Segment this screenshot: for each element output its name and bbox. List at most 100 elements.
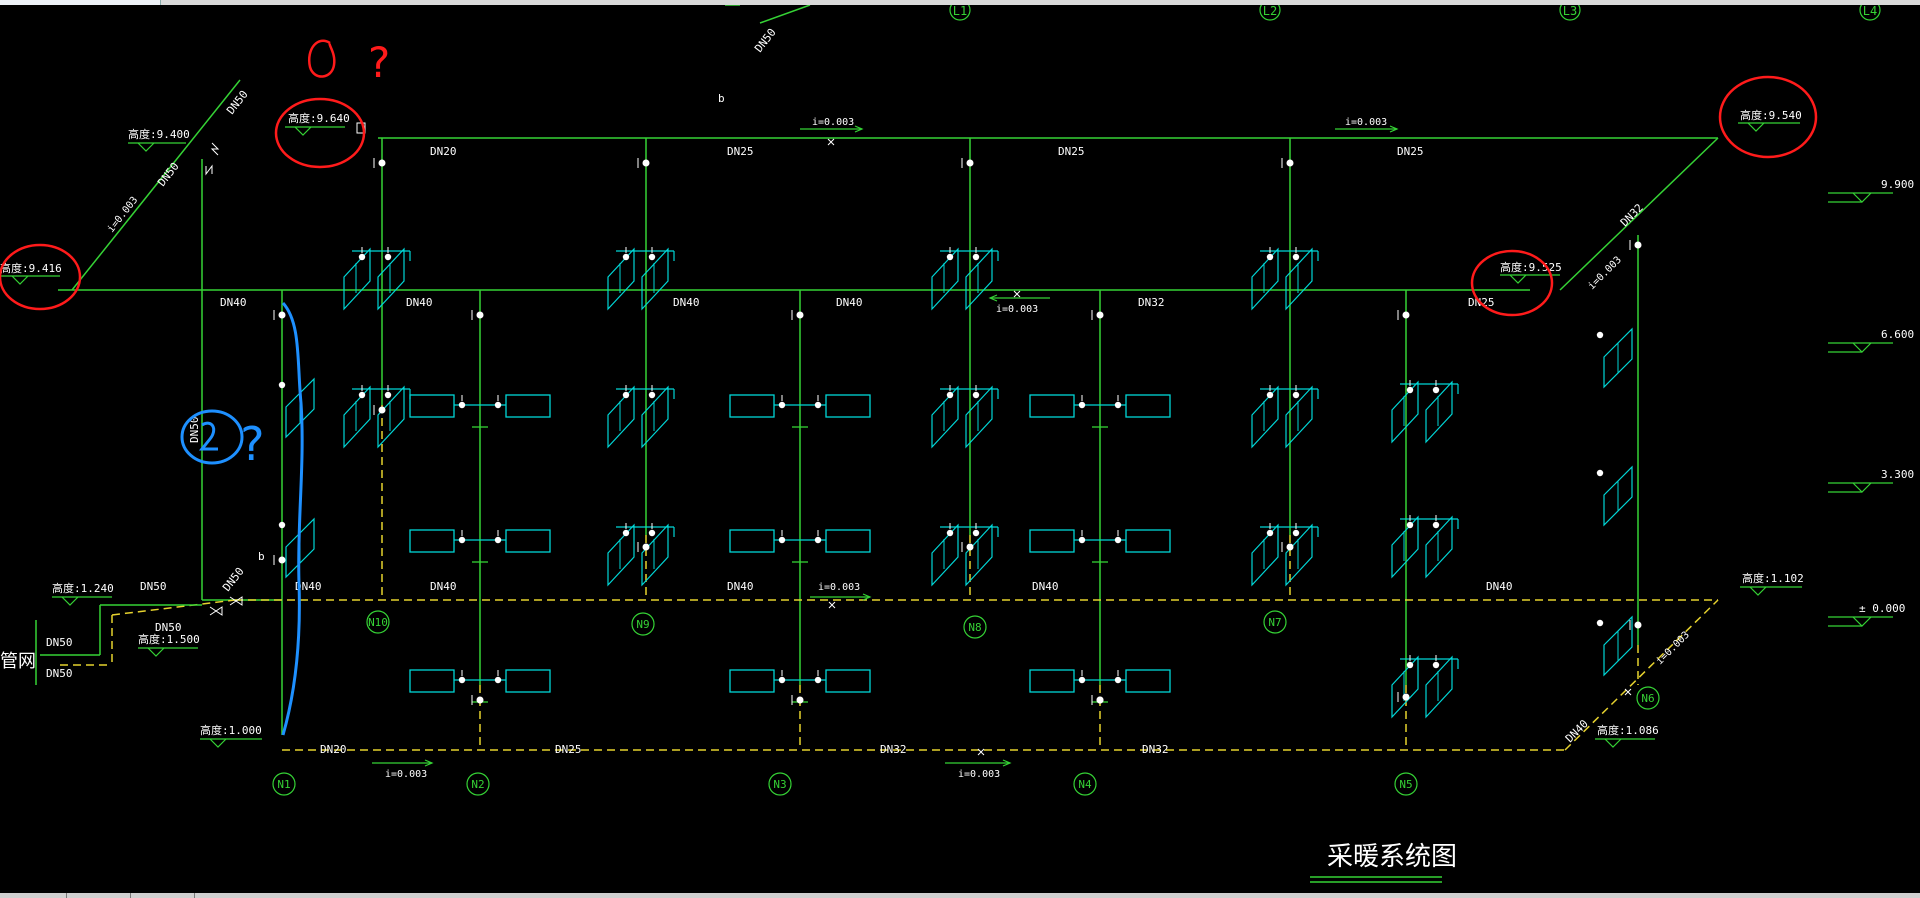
elev-tag-9400: 高度:9.400 (128, 127, 190, 141)
radiator-flat (1125, 394, 1171, 418)
elev-tag-9525: 高度:9.525 (1500, 260, 1562, 274)
status-segment[interactable] (0, 893, 67, 898)
drawing-title: 采暖系统图 (1327, 842, 1457, 872)
elev-tag-1240: 高度:1.240 (52, 581, 114, 595)
radiator-valve-dot (972, 529, 980, 537)
radiator-valve-dot (814, 401, 822, 409)
pipe-node-dot (1402, 693, 1410, 701)
branch-label-b: b (258, 550, 265, 563)
pipe-node-dot (1096, 696, 1104, 704)
radiator-valve-dot (1292, 529, 1300, 537)
status-segment[interactable] (66, 893, 131, 898)
radiator-oblique (1285, 523, 1313, 587)
slope-label: i=0.003 (812, 117, 854, 128)
return-pipes (60, 405, 1719, 751)
radiator-oblique (1285, 247, 1313, 311)
supply-pipes (58, 4, 1719, 735)
radiator-oblique (1391, 515, 1419, 579)
radiator-oblique (285, 517, 315, 579)
radiator-valve-dot (648, 253, 656, 261)
radiator-valve-dot (458, 536, 466, 544)
pipe-node-dot (476, 696, 484, 704)
pipe-label: DN50 (752, 26, 779, 55)
radiator-valve-dot (278, 381, 286, 389)
pipe-label: DN50 (224, 88, 251, 117)
pipe-label: DN20 (430, 145, 457, 158)
radiator-oblique (377, 385, 405, 449)
pipe-node-dot (966, 543, 974, 551)
pipe-label: DN25 (1058, 145, 1085, 158)
title-bar (0, 0, 1920, 5)
floor-elev-6600: 6.600 (1881, 328, 1914, 341)
elev-tag-1500: 高度:1.500 (138, 632, 200, 646)
elev-tag-9540: 高度:9.540 (1740, 108, 1802, 122)
radiator-valve-dot (494, 401, 502, 409)
elev-tag-9416: 高度:9.416 (0, 261, 62, 275)
pipe-node-dot (378, 159, 386, 167)
document-tab[interactable] (0, 0, 161, 5)
pipe-label: DN32 (1618, 201, 1646, 229)
slope-label: i=0.003 (385, 769, 427, 780)
node-label-n3: N3 (773, 778, 786, 791)
pipe-label: DN40 (1032, 580, 1059, 593)
pipe-label: DN25 (727, 145, 754, 158)
pipe-net-label: 管网 (0, 651, 36, 672)
node-label-n6: N6 (1641, 692, 1654, 705)
pipe-label: DN50 (140, 580, 167, 593)
radiator-valve-dot (384, 253, 392, 261)
red-annotation-circles (0, 39, 1818, 317)
radiator-flat (729, 669, 775, 693)
radiator-valve-dot (972, 391, 980, 399)
radiator-valve-dot (1114, 676, 1122, 684)
radiator-flat (1029, 529, 1075, 553)
radiator-oblique (1603, 615, 1633, 677)
pipe-node-dot (378, 406, 386, 414)
radiator-valve-dot (648, 391, 656, 399)
status-segment[interactable] (130, 893, 195, 898)
blue-annotation-marks (180, 301, 304, 736)
radiator-flat (409, 529, 455, 553)
radiator-oblique (377, 247, 405, 311)
radiator-valve-dot (1406, 661, 1414, 669)
radiator-valve-dot (1114, 536, 1122, 544)
pipe-label: DN50 (155, 621, 182, 634)
node-label-n8: N8 (968, 621, 981, 634)
radiator-oblique (1251, 247, 1279, 311)
node-label-n5: N5 (1399, 778, 1412, 791)
radiator-flat (1125, 529, 1171, 553)
radiator-valve-dot (1114, 401, 1122, 409)
radiator-oblique (1603, 465, 1633, 527)
radiator-oblique (1425, 655, 1453, 719)
fixed-point-marks (827, 138, 1632, 756)
branch-label-b: b (718, 92, 725, 105)
floor-elev-0000: ± 0.000 (1859, 602, 1905, 615)
radiator-flat (505, 394, 551, 418)
pipe-node-dot (1634, 621, 1642, 629)
radiator-flat (1125, 669, 1171, 693)
pipe-label: DN32 (1142, 743, 1169, 756)
radiator-valve-dot (458, 401, 466, 409)
slope-label: i=0.003 (818, 582, 860, 593)
radiator-valve-dot (1078, 536, 1086, 544)
radiator-oblique (1391, 655, 1419, 719)
node-label-n1: N1 (277, 778, 290, 791)
pipe-label: DN40 (1486, 580, 1513, 593)
pipe-label: DN25 (1397, 145, 1424, 158)
pipe-label: DN50 (155, 160, 182, 189)
node-label-n7: N7 (1268, 616, 1281, 629)
red-question-mark: ? (366, 38, 391, 87)
floor-scale-marks (1828, 192, 1893, 627)
radiator-oblique (607, 523, 635, 587)
elev-tag-1086: 高度:1.086 (1597, 723, 1659, 737)
pipe-label: DN50 (188, 417, 201, 444)
node-label-n4: N4 (1078, 778, 1092, 791)
radiator-valve-dot (972, 253, 980, 261)
slope-label: i=0.003 (106, 195, 141, 235)
radiator-valve-dot (494, 536, 502, 544)
radiator-flat (409, 669, 455, 693)
slope-label: i=0.003 (958, 769, 1000, 780)
radiator-oblique (641, 385, 669, 449)
radiator-oblique (641, 523, 669, 587)
elevation-tag-marks (0, 122, 1802, 748)
